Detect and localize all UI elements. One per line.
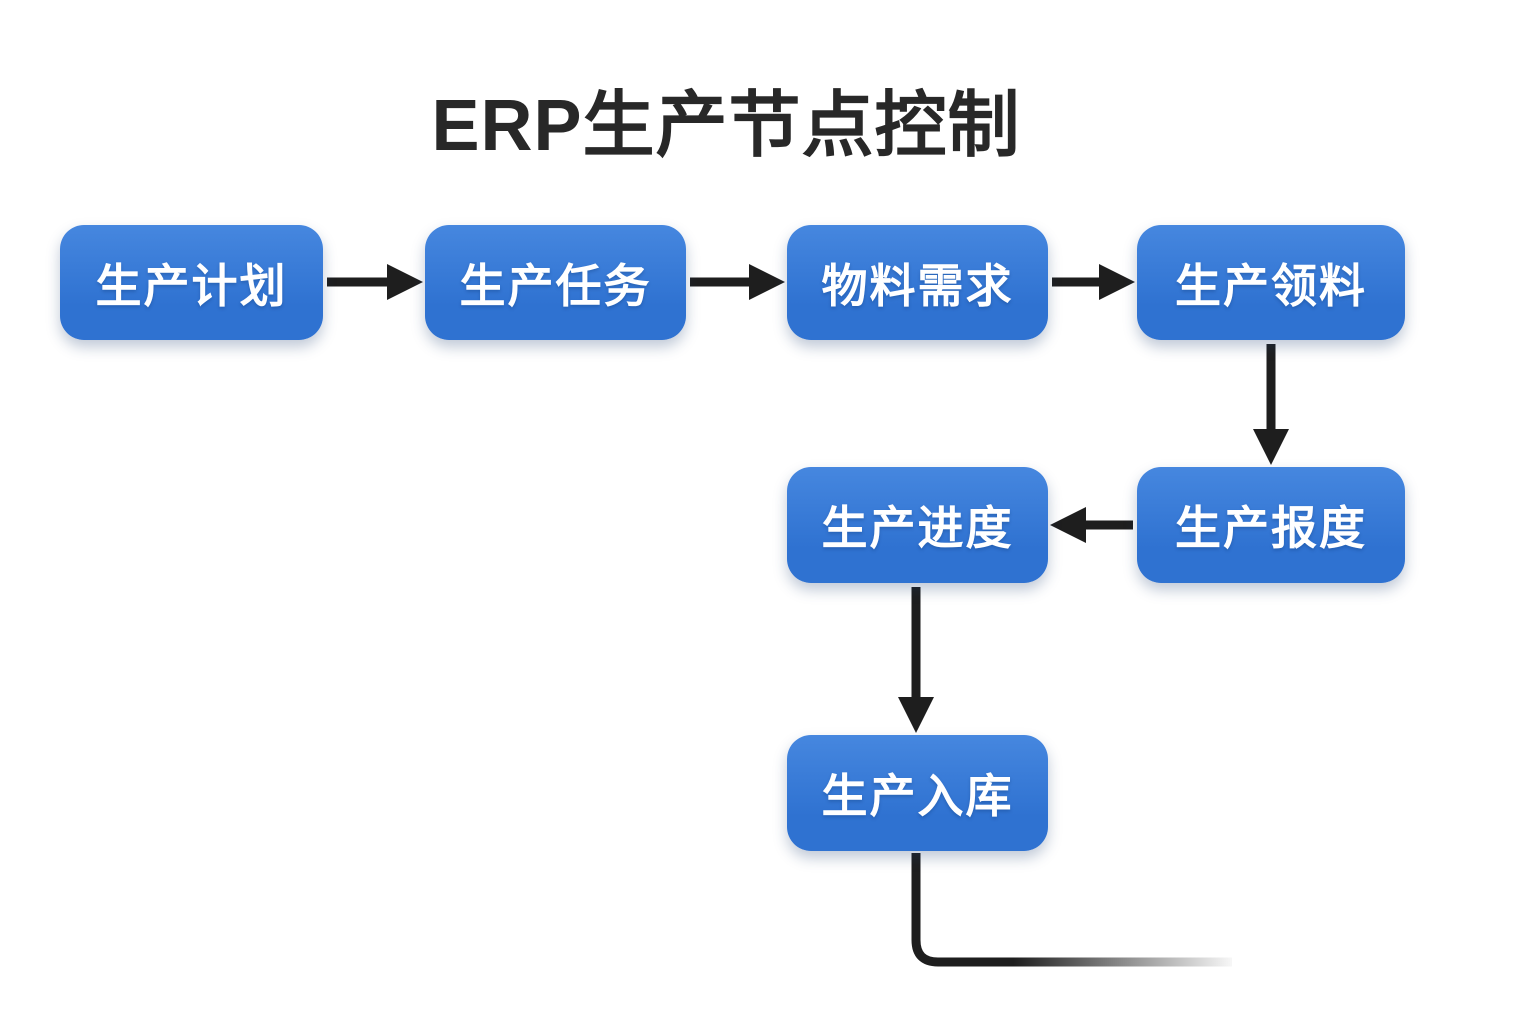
node-material-demand: 物料需求 (787, 225, 1048, 340)
node-production-warehousing: 生产入库 (787, 735, 1048, 851)
node-production-task: 生产任务 (425, 225, 686, 340)
node-production-reporting: 生产报度 (1137, 467, 1405, 583)
node-production-plan: 生产计划 (60, 225, 323, 340)
node-production-progress: 生产进度 (787, 467, 1048, 583)
exit-line-warehousing (911, 853, 1232, 967)
node-production-picking: 生产领料 (1137, 225, 1405, 340)
diagram-title: ERP生产节点控制 (431, 86, 1021, 166)
